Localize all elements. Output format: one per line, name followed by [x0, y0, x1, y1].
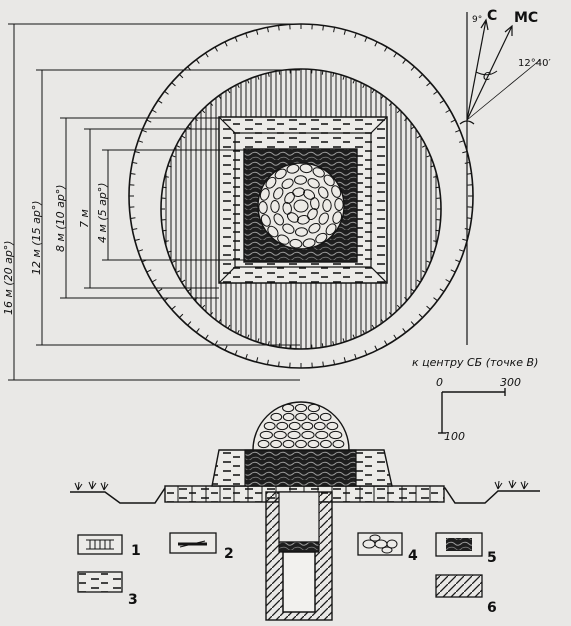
north-label: С	[487, 8, 497, 24]
stone-dome-section	[252, 401, 350, 451]
scale-zero: 0	[436, 376, 443, 389]
dim-4m: 4 м (5 ар°)	[96, 182, 109, 243]
legend-item-5: 5	[435, 532, 497, 566]
svg-text:5: 5	[487, 550, 497, 566]
dim-16m: 16 м (20 ар°)	[2, 240, 15, 315]
shaft-opening	[278, 491, 320, 543]
svg-text:6: 6	[487, 600, 497, 616]
shaft-plug	[278, 541, 320, 553]
burial-chamber	[282, 551, 316, 613]
svg-text:3: 3	[128, 592, 138, 608]
deviation-label: 9°	[472, 15, 482, 25]
dimension-labels: 16 м (20 ар°) 12 м (15 ар°) 8 м (10 ар°)…	[2, 182, 109, 315]
scale-horizontal: 300	[500, 376, 521, 389]
dim-7m: 7 м	[78, 209, 91, 228]
scale-vertical: 100	[444, 430, 465, 443]
dim-12m: 12 м (15 ар°)	[30, 200, 43, 275]
svg-text:1: 1	[131, 543, 141, 559]
svg-text:4: 4	[408, 548, 418, 564]
legend-item-3: 3	[77, 571, 138, 608]
dome-stones	[258, 163, 344, 249]
grass-tufts	[74, 479, 529, 491]
svg-text:2: 2	[224, 546, 234, 562]
direction-note: к центру СБ (точке В)	[412, 356, 538, 369]
arc-label: С	[483, 70, 491, 83]
inner-circle-ticks	[161, 69, 441, 349]
cross-section	[70, 401, 540, 621]
legend-item-4: 4	[357, 532, 418, 564]
legend: 1 2 3 4 5 6	[77, 532, 497, 616]
dome-section-stones	[257, 403, 345, 449]
outer-ring-ticks	[129, 24, 473, 368]
plan-view	[128, 23, 474, 369]
magnetic-north-label: МС	[514, 10, 538, 26]
legend-item-6: 6	[435, 574, 497, 616]
legend-item-1: 1	[77, 534, 141, 559]
declination-label: 12°40′	[518, 58, 551, 69]
stone-dome-plan	[257, 162, 345, 250]
scale-bar	[438, 388, 506, 434]
dim-8m: 8 м (10 ар°)	[54, 184, 67, 252]
orientation-compass	[459, 12, 541, 345]
legend-item-2: 2	[169, 532, 234, 562]
dark-layer-section	[244, 449, 357, 487]
dimension-lines	[8, 23, 300, 381]
